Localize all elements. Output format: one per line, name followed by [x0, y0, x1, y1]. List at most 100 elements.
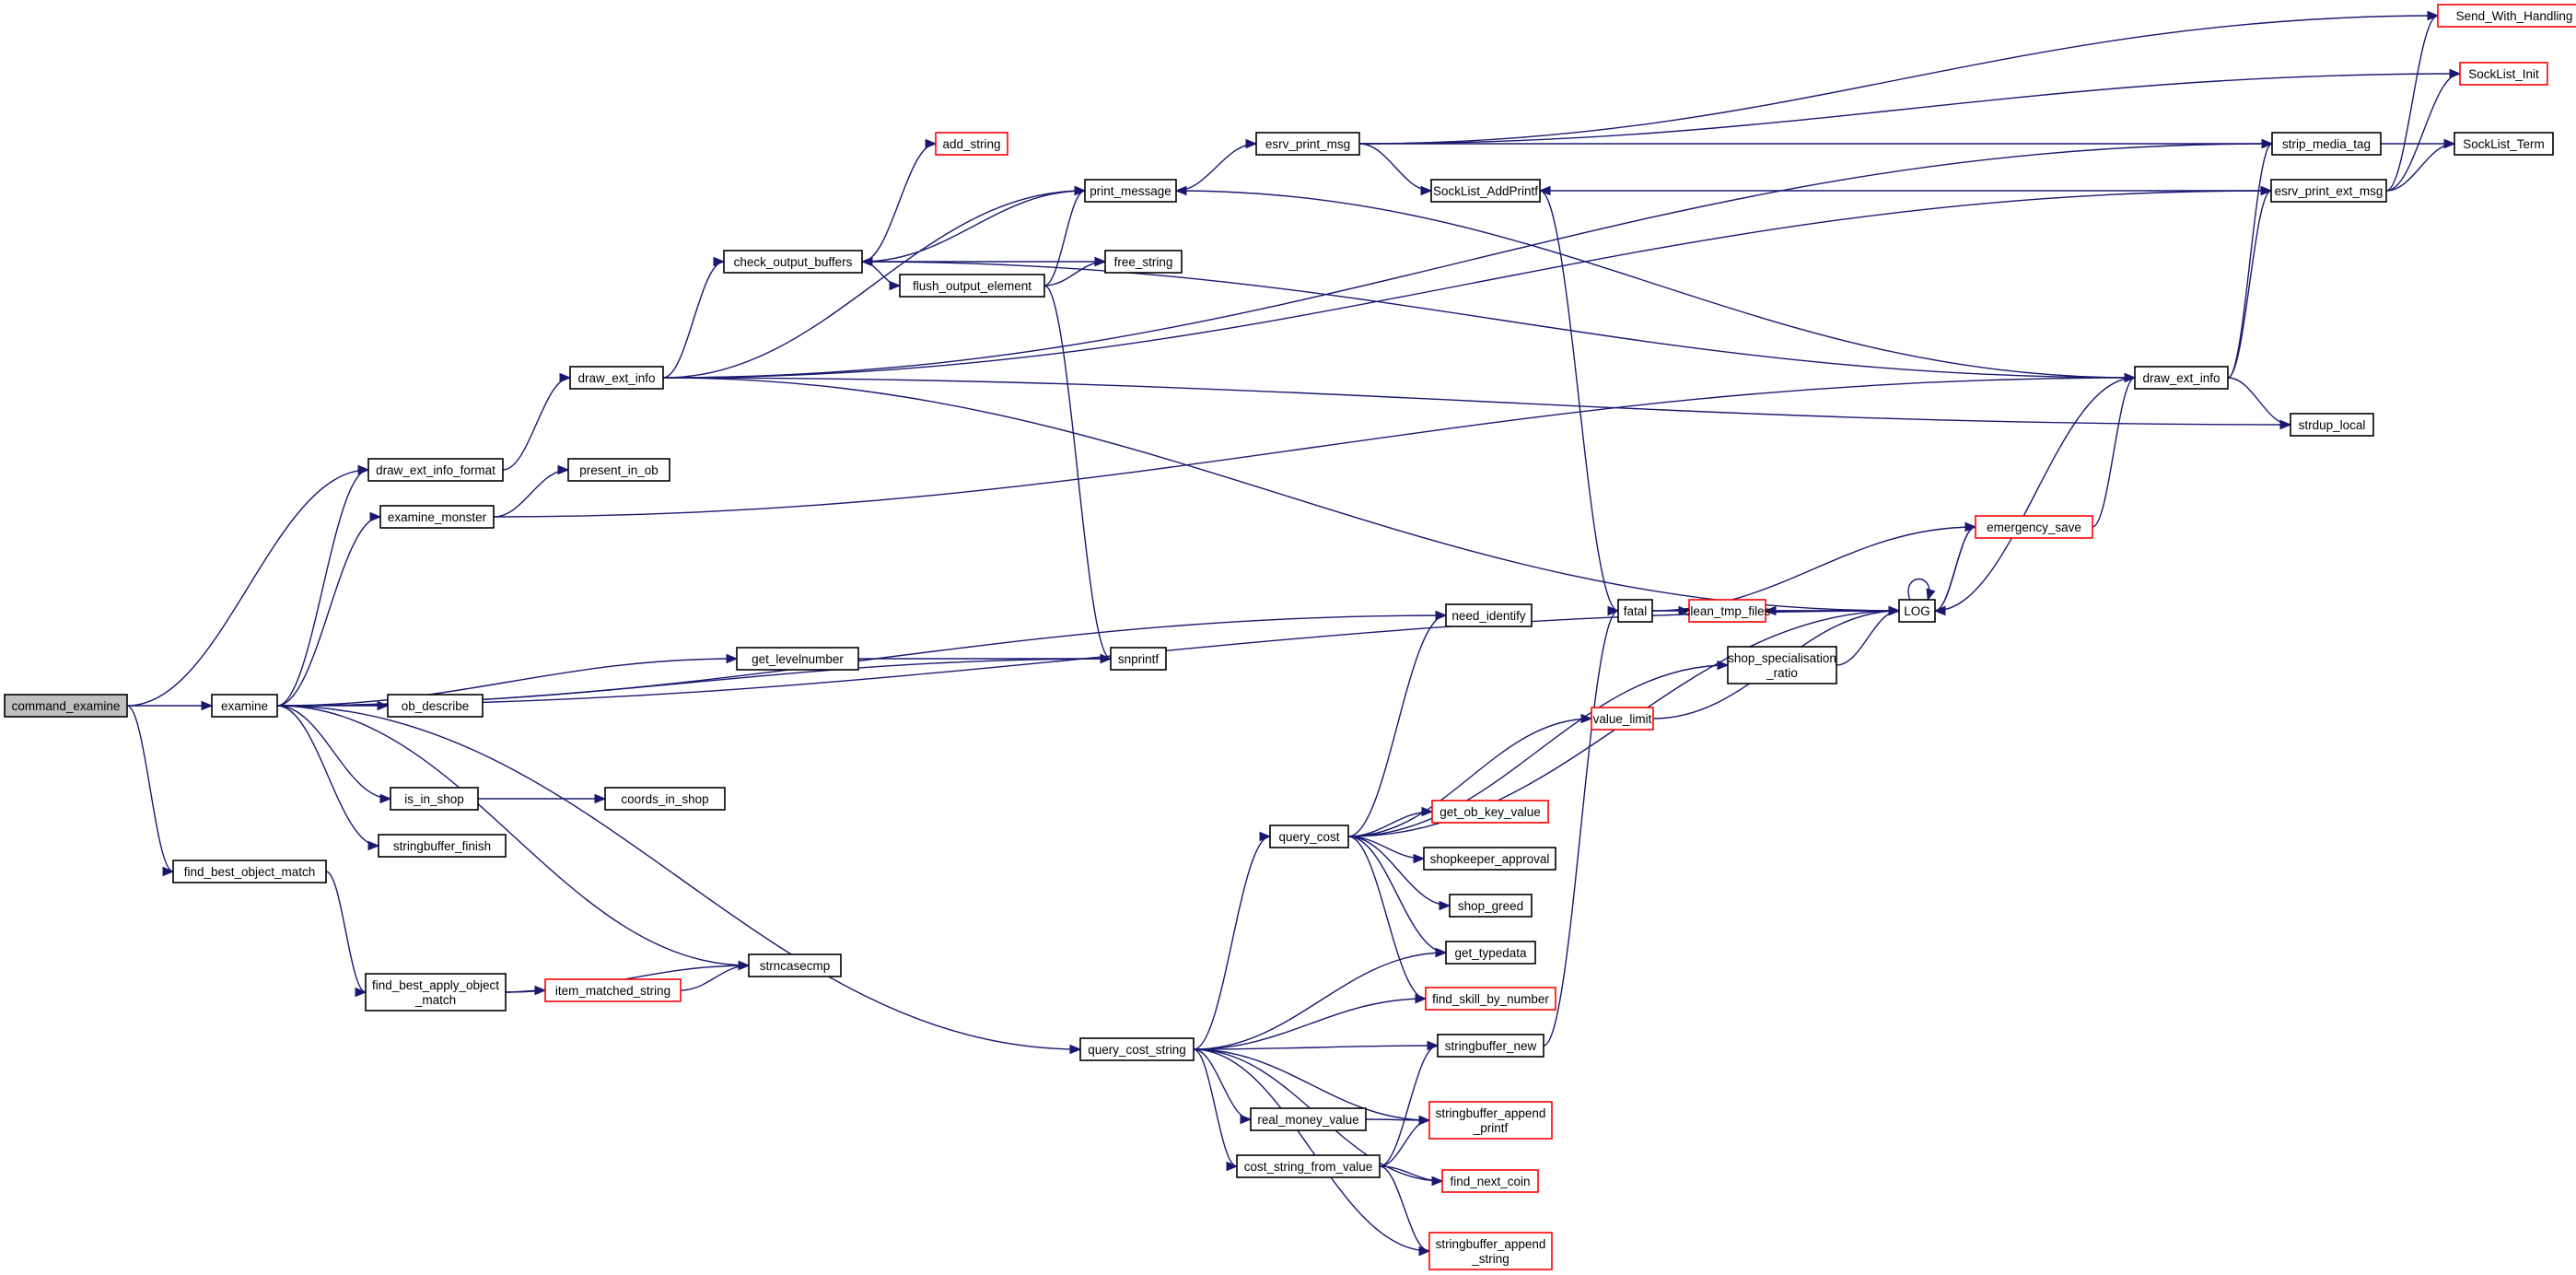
- node-find-best-apply-object-match[interactable]: find_best_apply_object_match: [365, 973, 507, 1012]
- edge-line: [2227, 190, 2272, 379]
- node-esrv-print-msg[interactable]: esrv_print_msg: [1255, 132, 1360, 156]
- node-shop-specialisation-ratio[interactable]: shop_specialisation_ratio: [1727, 646, 1837, 684]
- edge-esrv-print-msg-to-socklist-addprintf: [1358, 143, 1433, 196]
- edge-print-message-to-esrv-print-msg: [1175, 138, 1258, 192]
- node-socklist-term[interactable]: SockList_Term: [2454, 132, 2554, 156]
- arrowhead-icon: [1439, 900, 1451, 911]
- node-esrv-print-ext-msg[interactable]: esrv_print_ext_msg: [2270, 179, 2387, 203]
- edge-line: [126, 469, 369, 707]
- node-draw-ext-info-left[interactable]: draw_ext_info: [569, 366, 664, 390]
- node-box: [1688, 599, 1766, 623]
- node-print-message[interactable]: print_message: [1084, 179, 1177, 203]
- arrowhead-icon: [726, 653, 739, 664]
- arrowhead-icon: [1415, 993, 1428, 1004]
- node-item-matched-string[interactable]: item_matched_string: [544, 978, 682, 1002]
- node-label: ob_describe: [402, 699, 470, 713]
- node-command-examine[interactable]: command_examine: [4, 694, 128, 718]
- node-label: fatal: [1624, 604, 1648, 618]
- arrowhead-icon: [1435, 610, 1448, 621]
- edge-cost-string-from-value-to-stringbuffer-append-string: [1379, 1165, 1431, 1257]
- node-find-next-coin[interactable]: find_next_coin: [1441, 1169, 1539, 1193]
- edge-line: [1347, 664, 1729, 837]
- node-shop-greed[interactable]: shop_greed: [1449, 894, 1533, 918]
- node-socklist-addprintf[interactable]: SockList_AddPrintf: [1430, 179, 1541, 203]
- node-box: [1428, 1101, 1553, 1140]
- node-query-cost[interactable]: query_cost: [1269, 825, 1349, 848]
- node-stringbuffer-finish[interactable]: stringbuffer_finish: [378, 834, 507, 858]
- node-present-in-ob[interactable]: present_in_ob: [567, 458, 670, 482]
- node-need-identify[interactable]: need_identify: [1445, 603, 1533, 627]
- node-flush-output-element[interactable]: flush_output_element: [899, 274, 1045, 298]
- node-stringbuffer-append-printf[interactable]: stringbuffer_append_printf: [1428, 1101, 1553, 1140]
- edge-line: [662, 261, 725, 379]
- arrowhead-icon: [2260, 185, 2273, 196]
- edge-line: [2227, 377, 2291, 426]
- node-send-with-handling[interactable]: Send_With_Handling: [2437, 4, 2576, 28]
- node-add-string[interactable]: add_string: [935, 132, 1008, 156]
- node-label: print_message: [1090, 184, 1171, 198]
- node-draw-ext-info-right[interactable]: draw_ext_info: [2134, 366, 2229, 390]
- node-real-money-value[interactable]: real_money_value: [1250, 1107, 1367, 1131]
- arrowhead-icon: [1074, 185, 1087, 196]
- node-get-typedata[interactable]: get_typedata: [1445, 941, 1536, 965]
- node-get-levelnumber[interactable]: get_levelnumber: [736, 647, 859, 671]
- node-box: [1591, 707, 1654, 731]
- edge-cost-string-from-value-to-find-next-coin: [1379, 1165, 1444, 1187]
- node-ob-describe[interactable]: ob_describe: [387, 694, 484, 718]
- nodes-layer: command_examine examine draw_ext_info_form…: [4, 4, 2576, 1270]
- edge-esrv-print-ext-msg-to-socklist-addprintf: [1538, 185, 2271, 196]
- node-label: SockList_AddPrintf: [1433, 184, 1538, 198]
- node-check-output-buffers[interactable]: check_output_buffers: [723, 250, 863, 274]
- node-examine[interactable]: examine: [211, 694, 278, 718]
- node-label: draw_ext_info: [577, 371, 655, 385]
- edge-command-examine-to-draw-ext-info-format: [126, 464, 370, 707]
- node-label: get_levelnumber: [752, 652, 844, 666]
- edge-line: [2227, 143, 2273, 379]
- arrowhead-icon: [379, 793, 392, 804]
- node-examine-monster[interactable]: examine_monster: [379, 505, 495, 529]
- edge-line: [662, 377, 2291, 426]
- node-fatal[interactable]: fatal: [1617, 599, 1653, 623]
- node-log[interactable]: LOG: [1898, 599, 1936, 623]
- node-is-in-shop[interactable]: is_in_shop: [390, 787, 479, 811]
- node-value-limit[interactable]: value_limit: [1591, 707, 1654, 731]
- node-label: find_next_coin: [1450, 1175, 1530, 1188]
- node-label: strip_media_tag: [2282, 137, 2371, 151]
- node-strip-media-tag[interactable]: strip_media_tag: [2271, 132, 2382, 156]
- node-label: item_matched_string: [555, 984, 670, 998]
- edge-draw-ext-info-format-to-draw-ext-info-left: [502, 372, 572, 471]
- node-clean-tmp-files[interactable]: clean_tmp_files: [1684, 599, 1771, 623]
- edge-query-cost-to-shop-greed: [1347, 836, 1451, 911]
- edge-line: [502, 377, 571, 471]
- node-draw-ext-info-format[interactable]: draw_ext_info_format: [367, 458, 504, 482]
- node-box: [390, 787, 479, 811]
- node-box: [1445, 603, 1533, 627]
- node-shopkeeper-approval[interactable]: shopkeeper_approval: [1423, 847, 1556, 871]
- node-coords-in-shop[interactable]: coords_in_shop: [604, 787, 726, 811]
- node-query-cost-string[interactable]: query_cost_string: [1079, 1037, 1195, 1061]
- edge-line: [1193, 1048, 1238, 1167]
- node-socklist-init[interactable]: SockList_Init: [2459, 62, 2548, 86]
- node-free-string[interactable]: free_string: [1104, 250, 1183, 274]
- edge-line: [1907, 578, 1930, 601]
- node-cost-string-from-value[interactable]: cost_string_from_value: [1236, 1154, 1381, 1178]
- edge-check-output-buffers-to-add-string: [861, 138, 938, 263]
- node-box: [379, 505, 495, 529]
- node-emergency-save[interactable]: emergency_save: [1975, 515, 2093, 539]
- node-strncasecmp[interactable]: strncasecmp: [748, 953, 842, 977]
- edge-query-cost-string-to-stringbuffer-append-string: [1193, 1048, 1431, 1257]
- edge-draw-ext-info-right-to-log: [1933, 377, 2136, 616]
- node-label: cost_string_from_value: [1244, 1160, 1373, 1174]
- node-stringbuffer-append-string[interactable]: stringbuffer_append_string: [1428, 1232, 1553, 1270]
- arrowhead-icon: [357, 464, 370, 475]
- arrowhead-icon: [1418, 1246, 1431, 1257]
- node-strdup-local[interactable]: strdup_local: [2290, 413, 2374, 437]
- node-find-best-object-match[interactable]: find_best_object_match: [172, 860, 327, 883]
- edge-examine-monster-to-present-in-ob: [493, 464, 570, 518]
- node-snprintf[interactable]: snprintf: [1110, 647, 1167, 671]
- node-stringbuffer-new[interactable]: stringbuffer_new: [1437, 1034, 1544, 1058]
- node-find-skill-by-number[interactable]: find_skill_by_number: [1425, 987, 1556, 1011]
- edge-line: [662, 143, 2273, 379]
- node-get-ob-key-value[interactable]: get_ob_key_value: [1431, 800, 1549, 824]
